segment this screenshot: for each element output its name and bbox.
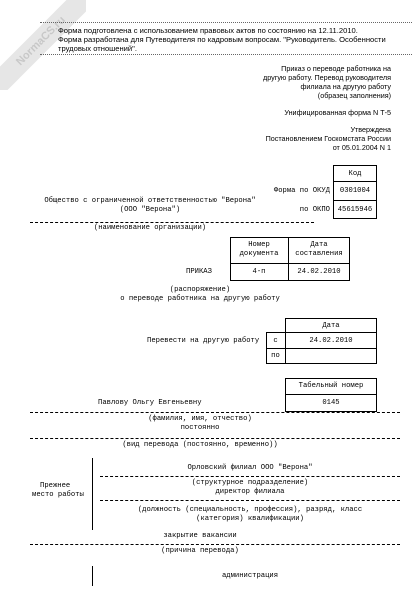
transfer-label: Перевести на другую работу <box>147 337 260 345</box>
notice-line-3: трудовых отношений". <box>58 44 137 53</box>
organization-rule <box>30 222 314 223</box>
code-table-rule-2 <box>333 200 377 201</box>
order-date-header-2: составления <box>295 250 343 258</box>
code-header: Код <box>348 170 362 178</box>
prev-position-caption-2: (категория) квалификации) <box>196 515 304 523</box>
order-number-header-2: документа <box>239 250 279 258</box>
employee-name-rule <box>30 412 400 413</box>
notice-line-1: Форма подготовлена с использованием прав… <box>58 26 358 35</box>
order-number: 4-п <box>252 268 266 276</box>
title-line-4: (образец заполнения) <box>317 91 391 100</box>
transfer-from-label: с <box>273 337 278 345</box>
order-subtitle-1: (распоряжение) <box>169 286 231 294</box>
tab-number-header: Табельный номер <box>298 382 364 390</box>
order-table <box>230 237 350 281</box>
tab-number-rule <box>285 394 377 395</box>
title-line-2: другую работу. Перевод руководителя <box>263 73 391 82</box>
prev-branch-caption: (структурное подразделение) <box>191 479 309 487</box>
order-table-rule <box>230 263 350 264</box>
okpo-value: 45615946 <box>337 206 373 214</box>
new-place-bracket <box>92 566 93 586</box>
prev-position-rule <box>100 500 400 501</box>
transfer-kind: постоянно <box>180 424 220 432</box>
prev-position-bracket <box>92 458 93 530</box>
prev-position-label-2: место работы <box>32 491 84 499</box>
prev-position-caption-1: (должность (специальность, профессия), р… <box>137 506 363 514</box>
order-subtitle-2: о переводе работника на другую работу <box>120 295 280 303</box>
notice-line-2: Форма разработана для Путеводителя по ка… <box>58 35 386 44</box>
order-number-header-1: Номер <box>248 241 270 249</box>
okud-value: 0301004 <box>339 187 371 195</box>
organization-name: Общество с ограниченной ответственностью… <box>44 197 256 205</box>
order-date-header-1: Дата <box>310 241 328 249</box>
transfer-date-header: Дата <box>322 322 340 330</box>
title-line-1: Приказ о переводе работника на <box>281 64 391 73</box>
code-table-rule-1 <box>333 181 377 182</box>
transfer-date-rule-2 <box>266 348 377 349</box>
transfer-date-rule-1 <box>266 332 377 333</box>
prev-branch: Орловский филиал ООО "Верона" <box>187 464 313 472</box>
title-line-3: филиала на другую работу <box>300 82 391 91</box>
transfer-date-rule-3 <box>266 363 377 364</box>
tab-number-value: 0145 <box>322 399 340 407</box>
order-date: 24.02.2010 <box>297 268 341 276</box>
unified-form-label: Унифицированная форма N Т-5 <box>284 108 391 117</box>
prev-position-label-1: Прежнее <box>40 482 71 490</box>
notice-top-rule <box>40 22 412 23</box>
organization-short-name: (ООО "Верона") <box>119 206 181 214</box>
employee-name: Павлову Ольгу Евгеньевну <box>98 399 202 407</box>
prev-branch-rule <box>100 476 400 477</box>
approved-line-2: Постановлением Госкомстата России <box>265 134 391 143</box>
tab-number-table <box>285 378 377 412</box>
order-label: ПРИКАЗ <box>186 268 212 276</box>
okud-label: Форма по ОКУД <box>273 187 330 195</box>
new-place-value: администрация <box>221 572 279 580</box>
transfer-date-left-edge <box>266 332 267 363</box>
transfer-kind-caption: (вид перевода (постоянно, временно)) <box>122 441 278 449</box>
transfer-reason: закрытие вакансии <box>163 532 237 540</box>
transfer-reason-rule <box>30 544 400 545</box>
approved-line-1: Утверждена <box>350 125 391 134</box>
employee-name-caption: (фамилия, имя, отчество) <box>148 415 252 423</box>
transfer-from-date: 24.02.2010 <box>309 337 353 345</box>
transfer-reason-caption: (причина перевода) <box>161 547 239 555</box>
order-table-divider <box>288 237 289 281</box>
organization-caption: (наименование организации) <box>93 224 207 232</box>
transfer-kind-rule <box>30 438 400 439</box>
transfer-to-label: по <box>271 352 280 360</box>
approved-line-3: от 05.01.2004 N 1 <box>332 143 391 152</box>
okpo-label: по ОКПО <box>299 206 330 214</box>
code-table <box>333 165 377 219</box>
prev-position-title: директор филиала <box>215 488 285 496</box>
notice-bottom-rule <box>40 54 412 55</box>
